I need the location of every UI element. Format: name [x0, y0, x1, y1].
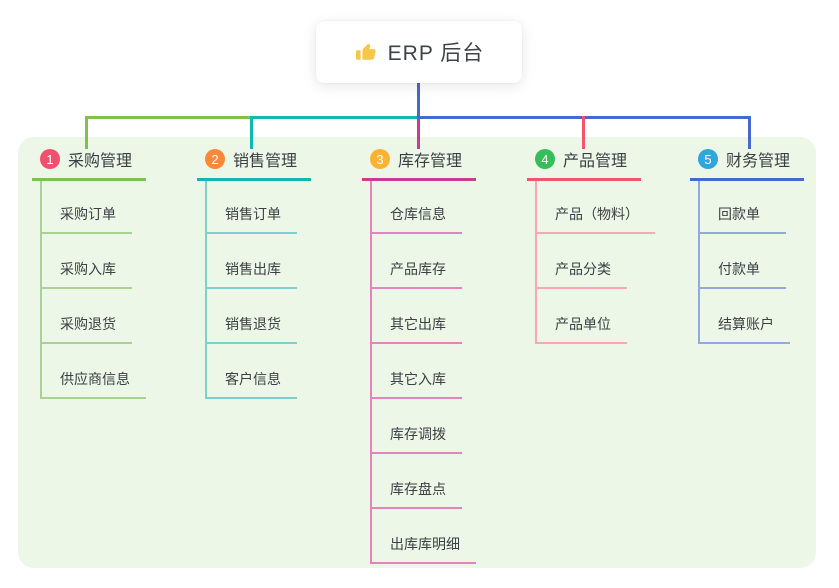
root-connector-line [417, 83, 420, 117]
branch-children-product: 产品（物料） 产品分类 产品单位 [535, 181, 655, 344]
mindmap-node[interactable]: 结算账户 [700, 289, 790, 344]
branch-title-label: 产品管理 [563, 153, 628, 170]
mindmap-node[interactable]: 采购订单 [42, 181, 132, 234]
branch-children-sales: 销售订单 销售出库 销售退货 客户信息 [205, 181, 297, 399]
branch-children-finance: 回款单 付款单 结算账户 [698, 181, 790, 344]
branch-children-purchase: 采购订单 采购入库 采购退货 供应商信息 [40, 181, 146, 399]
branch-finance: 5 财务管理 回款单 付款单 结算账户 [690, 143, 805, 344]
branch-sales: 2 销售管理 销售订单 销售出库 销售退货 客户信息 [197, 143, 312, 399]
drop-line-finance [748, 116, 751, 149]
mindmap-node[interactable]: 库存调拨 [372, 399, 462, 454]
branch-number-badge: 4 [535, 149, 555, 169]
branch-title-sales[interactable]: 2 销售管理 [197, 143, 312, 181]
branch-title-purchase[interactable]: 1 采购管理 [32, 143, 147, 181]
mindmap-node[interactable]: 产品分类 [537, 234, 627, 289]
mindmap-node[interactable]: 销售出库 [207, 234, 297, 289]
connector-segment-purchase [85, 116, 252, 119]
branch-product: 4 产品管理 产品（物料） 产品分类 产品单位 [527, 143, 655, 344]
branch-title-label: 财务管理 [726, 153, 791, 170]
mindmap-node[interactable]: 产品（物料） [537, 181, 655, 234]
mindmap-node[interactable]: 回款单 [700, 181, 786, 234]
branch-background-panel [18, 137, 816, 568]
mindmap-node[interactable]: 仓库信息 [372, 181, 462, 234]
mindmap-node[interactable]: 销售退货 [207, 289, 297, 344]
mindmap-node[interactable]: 采购入库 [42, 234, 132, 289]
branch-title-label: 库存管理 [398, 153, 463, 170]
mindmap-node[interactable]: 出库库明细 [372, 509, 476, 564]
drop-line-product [582, 116, 585, 149]
mindmap-node[interactable]: 产品单位 [537, 289, 627, 344]
mindmap-node[interactable]: 付款单 [700, 234, 786, 289]
drop-line-sales [250, 116, 253, 149]
branch-number-badge: 3 [370, 149, 390, 169]
root-node-label: ERP 后台 [387, 42, 485, 65]
mindmap-node[interactable]: 其它出库 [372, 289, 462, 344]
mindmap-node[interactable]: 库存盘点 [372, 454, 462, 509]
drop-line-inventory [417, 119, 420, 149]
branch-number-badge: 2 [205, 149, 225, 169]
drop-line-purchase [85, 116, 88, 149]
mindmap-node[interactable]: 销售订单 [207, 181, 297, 234]
mindmap-node[interactable]: 其它入库 [372, 344, 462, 399]
thumbs-up-icon [354, 40, 378, 64]
branch-number-badge: 1 [40, 149, 60, 169]
branch-title-label: 采购管理 [68, 153, 133, 170]
branch-title-finance[interactable]: 5 财务管理 [690, 143, 805, 181]
branch-title-label: 销售管理 [233, 153, 298, 170]
branch-inventory: 3 库存管理 仓库信息 产品库存 其它出库 其它入库 库存调拨 库存盘点 出库库… [362, 143, 477, 564]
mindmap-node[interactable]: 采购退货 [42, 289, 132, 344]
mindmap-node[interactable]: 供应商信息 [42, 344, 146, 399]
branch-number-badge: 5 [698, 149, 718, 169]
branch-title-product[interactable]: 4 产品管理 [527, 143, 642, 181]
mindmap-node[interactable]: 产品库存 [372, 234, 462, 289]
branch-title-inventory[interactable]: 3 库存管理 [362, 143, 477, 181]
mindmap-node[interactable]: 客户信息 [207, 344, 297, 399]
branch-children-inventory: 仓库信息 产品库存 其它出库 其它入库 库存调拨 库存盘点 出库库明细 [370, 181, 476, 564]
connector-segment-sales [250, 116, 419, 119]
root-node[interactable]: ERP 后台 [316, 21, 522, 83]
branch-purchase: 1 采购管理 采购订单 采购入库 采购退货 供应商信息 [32, 143, 147, 399]
